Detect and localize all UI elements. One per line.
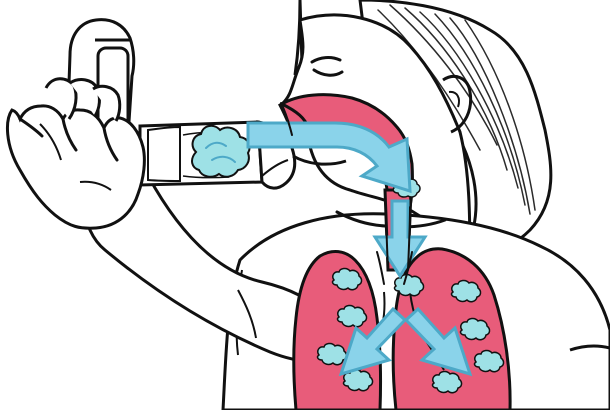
medicine-particle-icon [475,350,504,371]
medicine-particle-icon [338,305,367,326]
medicine-particle-icon [433,371,462,392]
medicine-particle-icon [318,343,347,364]
medicine-particle-icon [395,274,424,295]
medicine-particle-icon [452,280,481,301]
medicine-particle-icon [333,268,362,289]
medicine-particle-icon [461,318,490,339]
